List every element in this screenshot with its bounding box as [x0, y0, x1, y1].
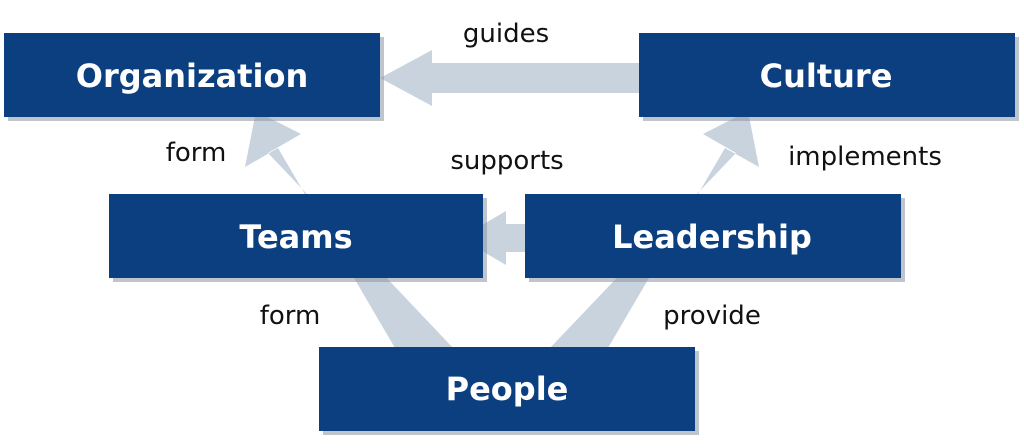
node-leadership: Leadership [525, 194, 901, 278]
node-teams-label: Teams [239, 218, 352, 256]
node-organization-label: Organization [76, 57, 308, 95]
node-teams: Teams [109, 194, 483, 278]
node-leadership-label: Leadership [612, 218, 812, 256]
edge-label-provide: provide [663, 301, 761, 331]
edge-label-form-teams-organization: form [166, 138, 227, 168]
edge-label-guides: guides [463, 19, 549, 49]
node-people-label: People [446, 370, 569, 408]
edge-label-implements: implements [788, 142, 942, 172]
node-organization: Organization [4, 33, 380, 117]
node-people: People [319, 347, 695, 431]
node-culture-label: Culture [760, 57, 893, 95]
edge-label-supports: supports [450, 146, 563, 176]
arrow-culture-to-organization [380, 50, 640, 106]
node-culture: Culture [639, 33, 1015, 117]
edge-label-form-people-teams: form [260, 301, 321, 331]
